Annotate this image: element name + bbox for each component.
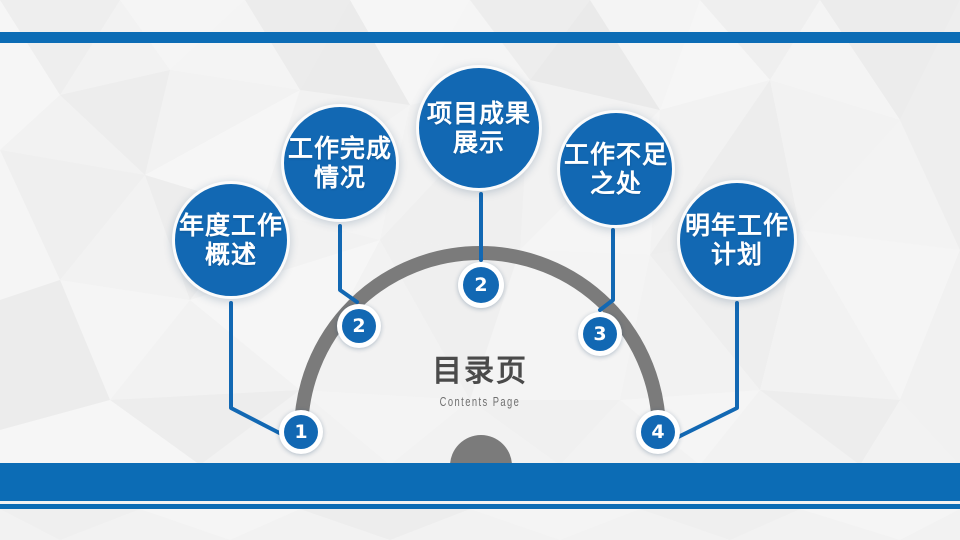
step-badge-4-number: 3: [583, 317, 617, 351]
topic-bubble-5[interactable]: 明年工作计划: [677, 180, 797, 300]
topic-bubble-4[interactable]: 工作不足之处: [557, 110, 675, 228]
step-badge-2[interactable]: 2: [337, 304, 381, 348]
bottom-accent-rule: [0, 504, 960, 509]
topic-bubble-3-label: 项目成果展示: [426, 99, 531, 157]
step-badge-5-number: 4: [641, 415, 675, 449]
step-badge-2-number: 2: [342, 309, 376, 343]
topic-bubble-1-label: 年度工作概述: [178, 211, 283, 269]
topic-bubble-1[interactable]: 年度工作概述: [172, 181, 290, 299]
connector-line-2: [338, 224, 359, 304]
step-badge-3-number: 2: [463, 267, 499, 303]
step-badge-1-number: 1: [284, 415, 318, 449]
step-badge-4[interactable]: 3: [578, 312, 622, 356]
topic-bubble-5-label: 明年工作计划: [684, 211, 789, 269]
topic-bubble-4-label: 工作不足之处: [563, 140, 668, 198]
connector-line-5: [670, 301, 739, 442]
topic-bubble-3[interactable]: 项目成果展示: [416, 65, 542, 191]
bottom-accent-band: [0, 463, 960, 501]
connector-line-1: [229, 301, 295, 442]
step-badge-1[interactable]: 1: [279, 410, 323, 454]
step-badge-3[interactable]: 2: [458, 262, 504, 308]
top-accent-bar: [0, 32, 960, 43]
step-badge-5[interactable]: 4: [636, 410, 680, 454]
connector-line-4: [598, 228, 615, 312]
topic-bubble-2-label: 工作完成情况: [287, 134, 392, 192]
center-hub: [450, 435, 512, 463]
topic-bubble-2[interactable]: 工作完成情况: [281, 104, 399, 222]
